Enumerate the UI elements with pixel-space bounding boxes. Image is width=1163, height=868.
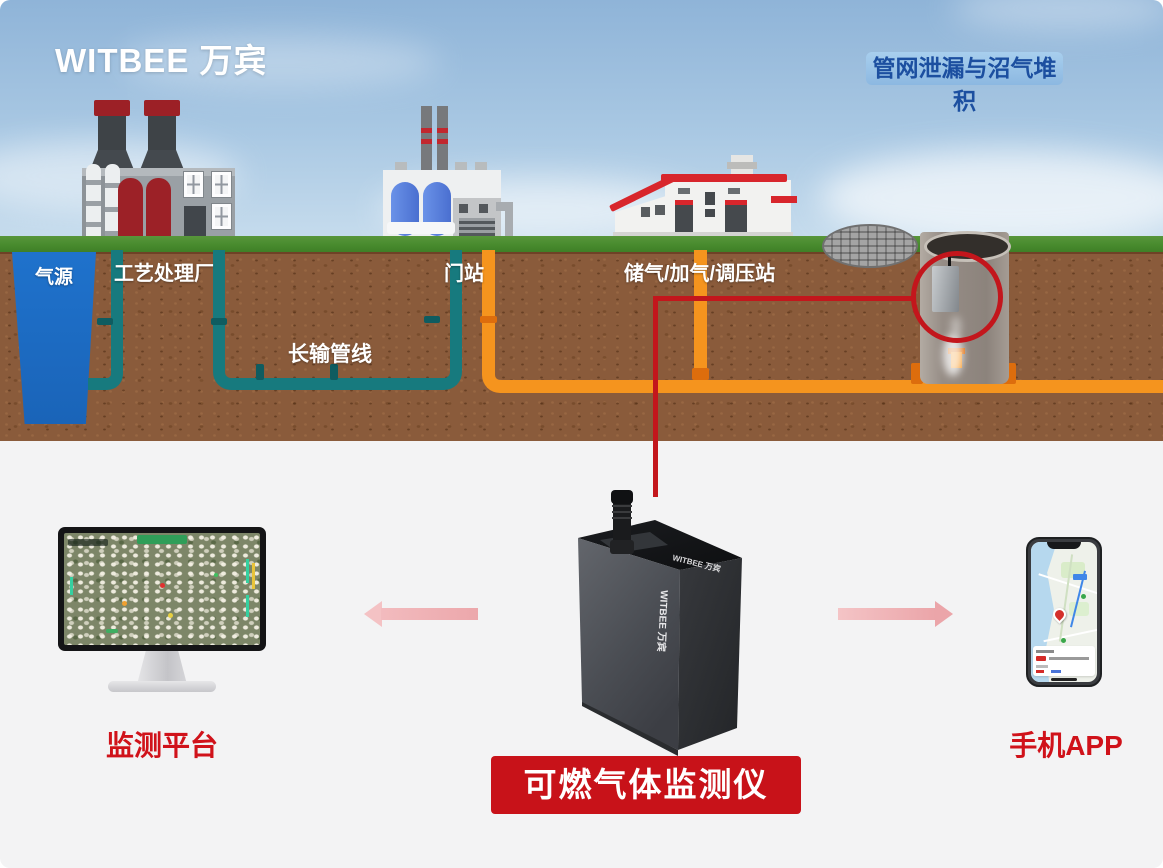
- map-dot: [1061, 638, 1066, 643]
- pipe-distribution: [482, 250, 1163, 393]
- device-brand-side: WITBEE 万宾: [655, 590, 671, 652]
- pipe-station-riser: [694, 250, 707, 380]
- brand-logo: WITBEE 万宾: [55, 42, 268, 79]
- cloud: [950, 0, 1163, 30]
- monitor-stand-base: [108, 681, 216, 692]
- processing-plant-building: [80, 98, 237, 240]
- pipe-coupling: [211, 318, 227, 325]
- label-gate-station: 门站: [444, 263, 484, 285]
- pipe-source-to-plant: [88, 250, 123, 390]
- pipe-long-distance: [213, 250, 462, 390]
- map-ui-bar: [252, 563, 255, 589]
- monitor-screen-map: [64, 533, 260, 645]
- gas-source-tank: [12, 252, 96, 424]
- pipe-coupling: [480, 316, 497, 323]
- map-marker: [168, 613, 173, 618]
- map-marker: [214, 573, 218, 577]
- storage-station-building: [609, 150, 798, 240]
- label-processing-plant: 工艺处理厂: [114, 263, 214, 285]
- map-marker: [122, 601, 127, 606]
- manhole-cover-icon: [822, 224, 918, 268]
- monitor-stand-neck: [137, 651, 187, 682]
- device-antenna-cap: [611, 490, 633, 504]
- device-front-face: [578, 538, 680, 750]
- arrow-left-icon: [364, 601, 478, 627]
- map-route-chip: [1073, 574, 1087, 580]
- phone-screen-map: [1031, 542, 1097, 682]
- map-banner: [137, 535, 187, 544]
- gas-leak-wisp: [943, 334, 963, 376]
- device-antenna-base: [610, 540, 634, 554]
- map-road: [1043, 627, 1097, 643]
- pipe-coupling: [256, 364, 264, 380]
- map-ui-bar: [70, 577, 73, 595]
- pipe-coupling: [424, 316, 440, 323]
- pipe-coupling: [692, 368, 709, 380]
- map-ui-chip: [68, 539, 108, 546]
- pipe-coupling: [330, 364, 338, 380]
- arrow-right-icon: [838, 601, 953, 627]
- scene-illustration: 气源 工艺处理厂 长输管线 门站 储气/加气/调压站 WITBEE 万宾 管网泄…: [0, 0, 1163, 441]
- map-dot: [1081, 594, 1086, 599]
- cloud: [120, 36, 440, 88]
- label-gas-source: 气源: [34, 267, 73, 288]
- gate-station-building: [383, 106, 513, 240]
- home-indicator: [1051, 678, 1077, 681]
- scenario-badge: 管网泄漏与沼气堆积: [866, 52, 1063, 114]
- pipe-coupling: [97, 318, 113, 325]
- card-alert-chip: [1036, 656, 1046, 661]
- map-ui-bar: [246, 559, 249, 583]
- label-storage-station: 储气/加气/调压站: [624, 263, 776, 285]
- map-ui-bar: [246, 595, 249, 617]
- label-long-pipeline: 长输管线: [288, 343, 372, 366]
- connector-line-vertical: [653, 296, 658, 497]
- platform-label: 监测平台: [105, 730, 218, 761]
- connector-line-horizontal: [657, 296, 913, 301]
- highlight-circle: [911, 251, 1003, 343]
- device-banner: 可燃气体监测仪: [491, 756, 801, 814]
- device-right-face: [678, 558, 742, 750]
- phone-notch: [1047, 542, 1081, 549]
- gas-monitor-device: WITBEE 万宾 WITBEE 万宾: [578, 490, 742, 756]
- map-marker: [106, 629, 118, 633]
- app-label: 手机APP: [1009, 730, 1123, 761]
- map-marker: [160, 583, 165, 588]
- map-park: [1069, 602, 1089, 616]
